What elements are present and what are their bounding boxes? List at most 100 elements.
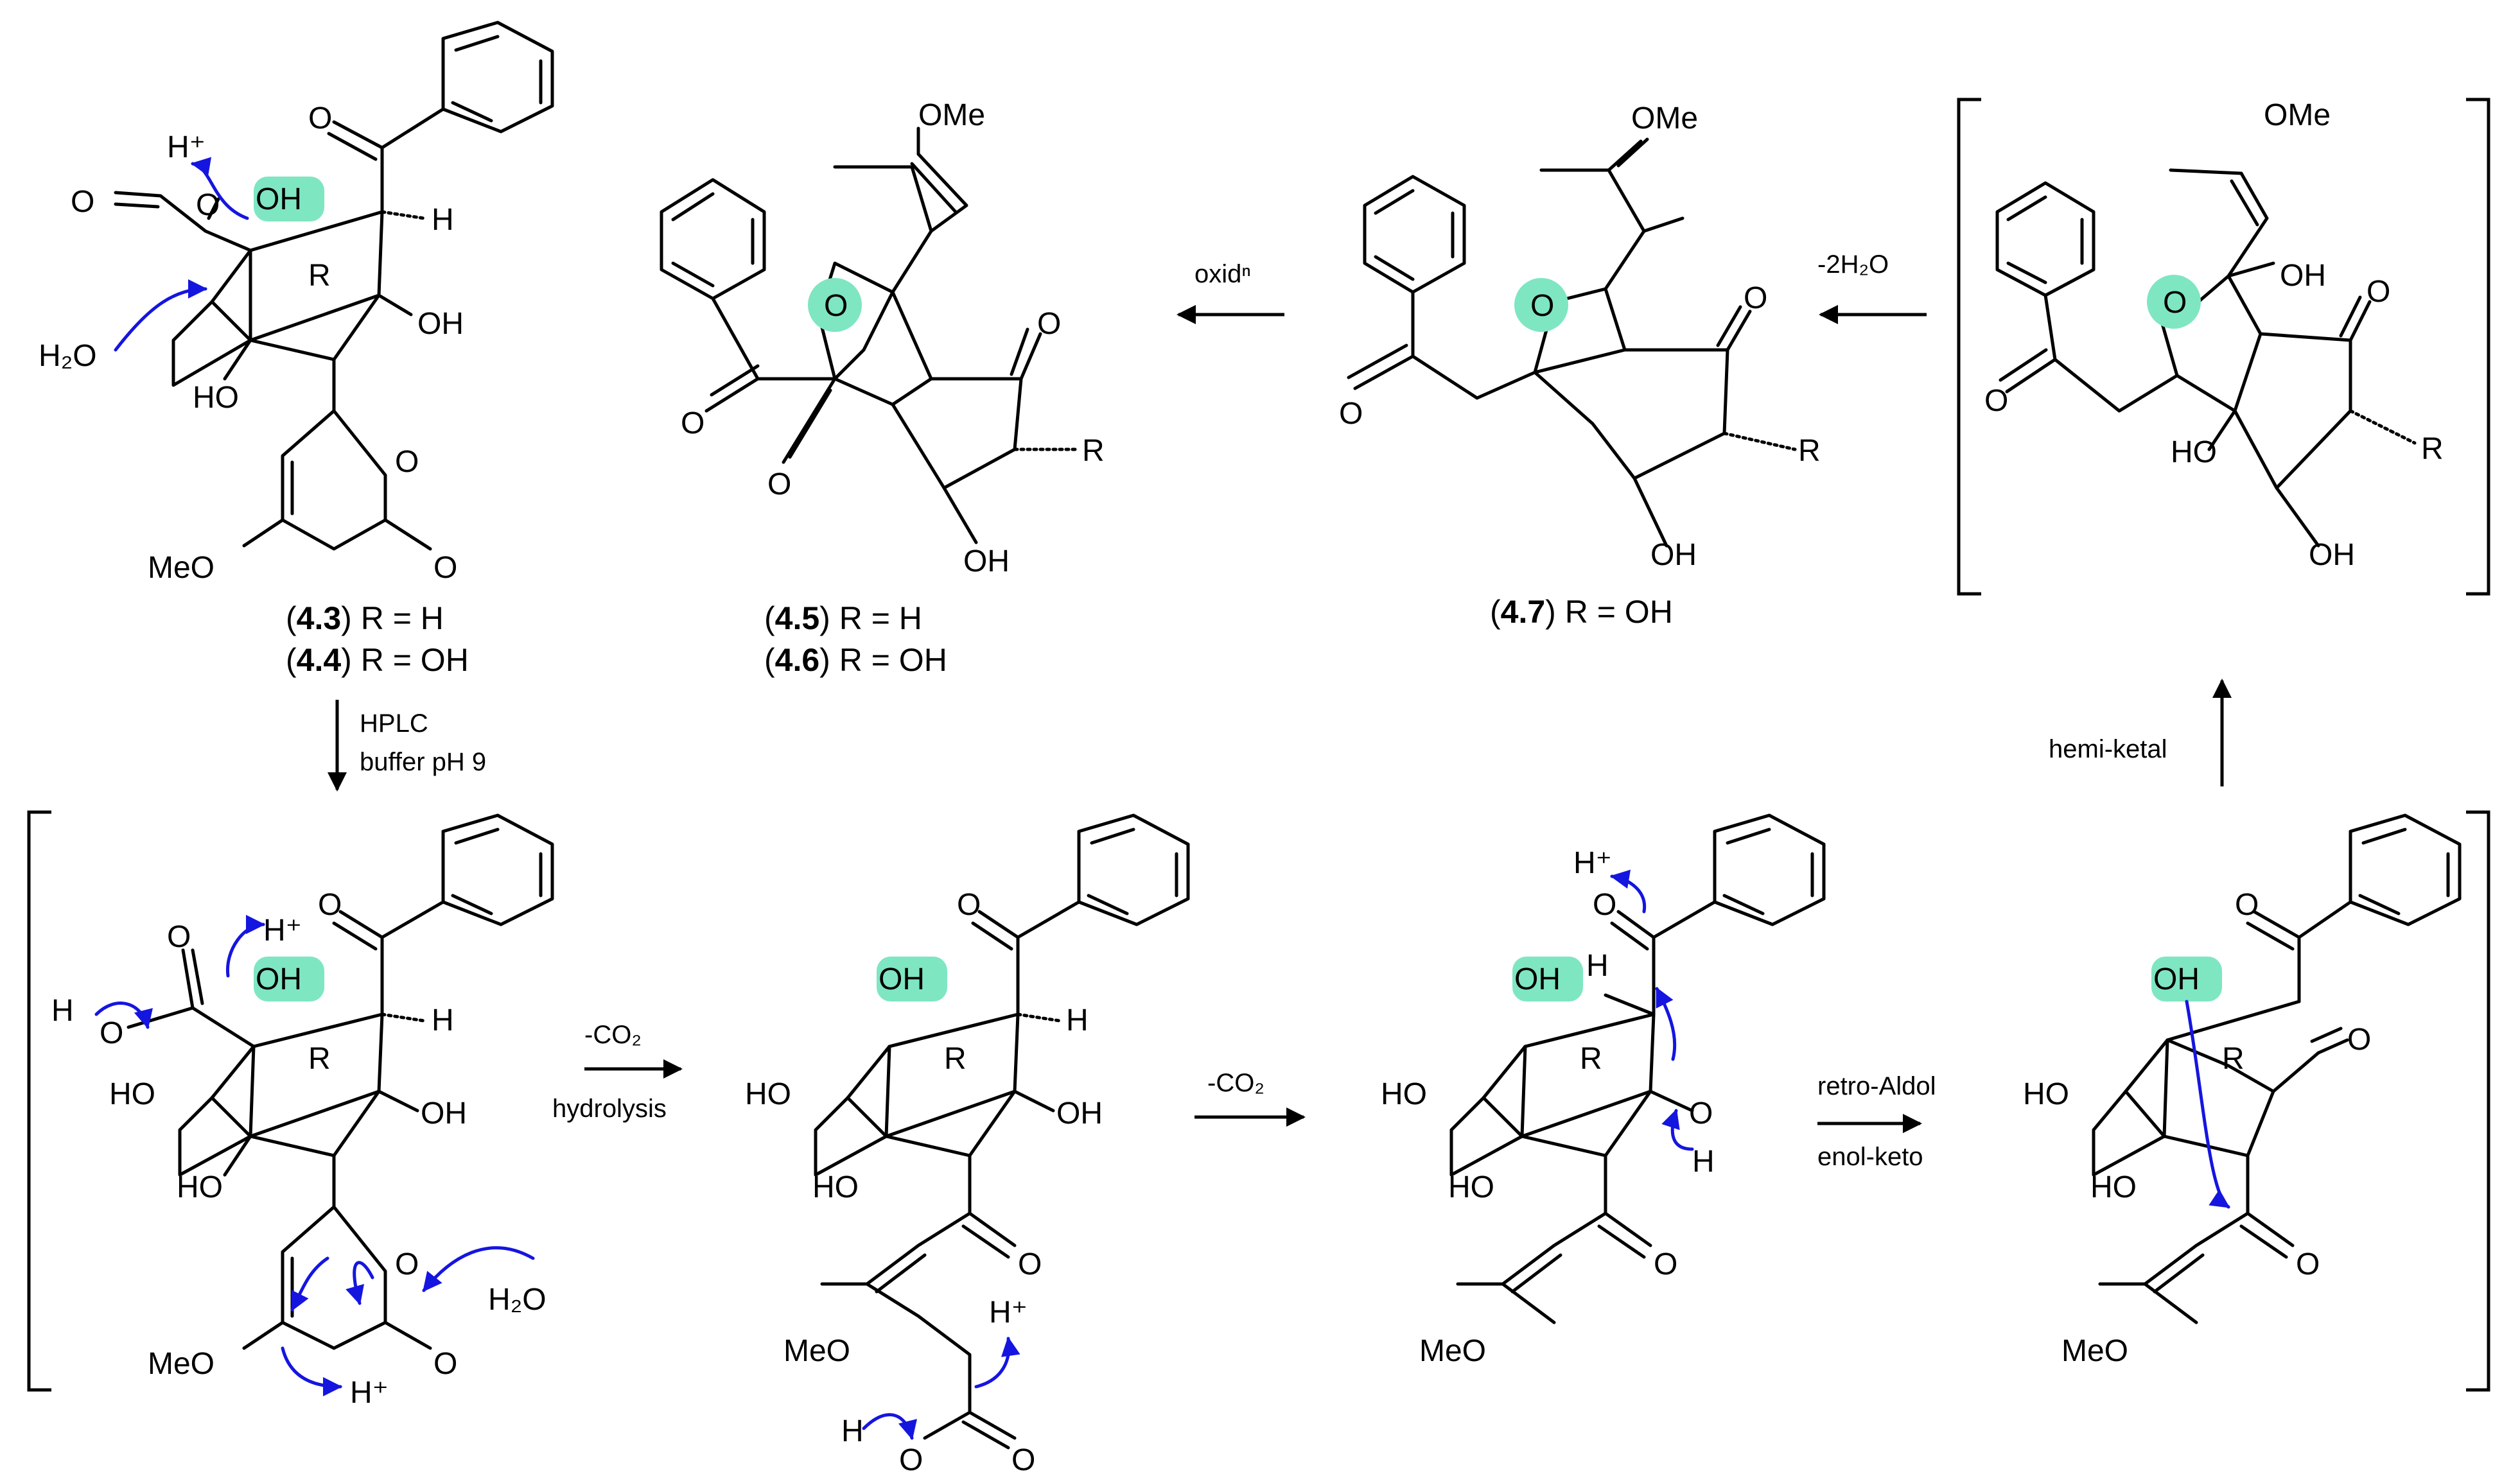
atom-meo: MeO [2061, 1334, 2128, 1368]
atom-meo: MeO [148, 1347, 214, 1381]
atom-o: O [2163, 286, 2187, 320]
atom-meo: MeO [783, 1334, 850, 1368]
atom-ho: HO [1448, 1170, 1494, 1204]
compound-label-4-4: (4.4) R = OH [286, 642, 469, 678]
carboxylic-acid-intermediate-structure [127, 813, 554, 1350]
atom-o: O [433, 551, 457, 585]
compound-4-7-structure [1347, 137, 1797, 548]
atom-o: O [433, 1347, 457, 1381]
atom-oh: OH [2309, 538, 2355, 572]
highlight-oh [254, 177, 324, 221]
atom-o: O [2296, 1247, 2320, 1281]
atom-ome: OMe [918, 98, 985, 132]
atom-o: O [899, 1443, 923, 1477]
atom-o: O [957, 888, 981, 922]
compound-4-5-structure [660, 126, 1081, 544]
atom-r: R [1580, 1042, 1602, 1076]
atom-r: R [308, 1042, 331, 1076]
atom-o: O [1654, 1247, 1677, 1281]
bracket-left [27, 810, 51, 1392]
compound-label-4-3: (4.3) R = H [286, 600, 444, 636]
atom-oh: OH [879, 962, 925, 996]
atom-ho: HO [812, 1170, 859, 1204]
atom-o: O [167, 920, 191, 954]
atom-oh: OH [421, 1097, 467, 1131]
atom-h-plus: H⁺ [1573, 846, 1612, 880]
atom-o: O [395, 1247, 419, 1281]
atom-h-plus: H⁺ [167, 130, 206, 164]
atom-o: O [824, 289, 848, 323]
atom-oh: OH [963, 544, 1010, 578]
atom-oh: OH [1514, 962, 1561, 996]
atom-ho: HO [745, 1077, 791, 1111]
bracket-right [2466, 810, 2490, 1392]
atom-ho: HO [177, 1170, 223, 1204]
highlight-furan-o [1514, 278, 1568, 332]
atom-h: H [1586, 949, 1609, 983]
atom-o: O [1339, 397, 1363, 431]
atom-h: H [432, 203, 454, 237]
atom-h: H [841, 1414, 864, 1448]
condition-co2: -CO₂ [1207, 1069, 1264, 1097]
atom-h: H [1066, 1003, 1089, 1037]
condition-retro-aldol: retro-Aldol [1817, 1072, 1936, 1100]
atom-o: O [1984, 384, 2008, 418]
compound-4-3-structure [114, 21, 554, 551]
atom-o: O [1593, 888, 1616, 922]
highlight-furan-o [808, 278, 862, 332]
condition-dehydration: -2H₂O [1817, 250, 1889, 279]
atom-o: O [2235, 888, 2259, 922]
atom-o: O [2367, 275, 2390, 309]
atom-h-plus: H⁺ [350, 1376, 389, 1410]
atom-ho: HO [193, 381, 239, 415]
compound-label-4-5: (4.5) R = H [764, 600, 922, 636]
atom-o: O [2347, 1023, 2371, 1057]
atom-o: O [71, 185, 94, 219]
atom-ho: HO [2090, 1170, 2137, 1204]
atom-o: O [100, 1016, 123, 1050]
bracket-left [1957, 98, 1981, 596]
atom-o: O [395, 445, 419, 479]
atom-oh: OH [256, 182, 302, 216]
atom-oh: OH [1056, 1097, 1103, 1131]
atom-r: R [2421, 432, 2444, 466]
atom-r: R [1082, 434, 1105, 468]
beta-keto-acid-intermediate-structure [814, 813, 1190, 1450]
atom-o: O [1018, 1247, 1042, 1281]
atom-oh: OH [2280, 259, 2326, 293]
atom-oh: OH [2153, 962, 2200, 996]
atom-r: R [308, 259, 331, 293]
atom-o: O [681, 406, 704, 440]
atom-h: H [51, 994, 74, 1028]
highlight-oh [2151, 957, 2222, 1002]
atom-h-plus: H⁺ [263, 914, 302, 948]
condition-hydrolysis: hydrolysis [552, 1095, 667, 1123]
atom-ho: HO [109, 1077, 155, 1111]
atom-h-plus: H⁺ [989, 1296, 1028, 1330]
atom-meo: MeO [148, 551, 214, 585]
atom-o: O [196, 188, 220, 222]
condition-buffer: buffer pH 9 [360, 748, 486, 776]
atom-h: H [1692, 1145, 1715, 1179]
retro-aldol-precursor-structure [1449, 813, 1826, 1324]
highlight-oh [877, 957, 947, 1002]
atom-ome: OMe [2264, 98, 2331, 132]
compound-label-4-7: (4.7) R = OH [1490, 594, 1673, 630]
atom-oh: OH [1650, 538, 1697, 572]
atom-o: O [1689, 1097, 1713, 1131]
atom-ho: HO [1381, 1077, 1427, 1111]
compound-label-4-6: (4.6) R = OH [764, 642, 947, 678]
atom-ome: OMe [1631, 101, 1698, 135]
atom-meo: MeO [1419, 1334, 1486, 1368]
atom-ho: HO [2023, 1077, 2069, 1111]
hemiketal-structure [1995, 168, 2417, 548]
atom-ho: HO [2171, 435, 2217, 469]
atom-o: O [308, 101, 332, 135]
atom-r: R [1798, 434, 1821, 468]
atom-o: O [1011, 1443, 1035, 1477]
atom-o: O [1530, 289, 1554, 323]
atom-o: O [1744, 281, 1767, 315]
atom-oh: OH [256, 962, 302, 996]
condition-co2: -CO₂ [584, 1021, 642, 1049]
